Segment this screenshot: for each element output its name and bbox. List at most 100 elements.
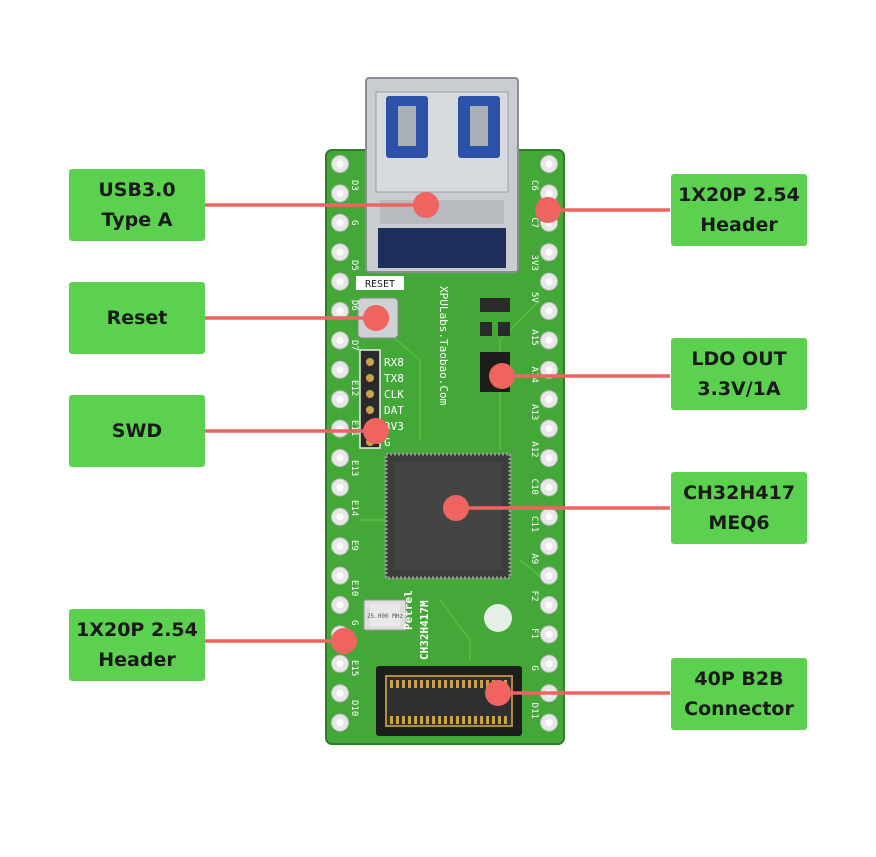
header-pad-hole	[336, 366, 344, 374]
swd-pin-label: DAT	[384, 404, 404, 417]
b2b-pin	[474, 680, 477, 688]
b2b-pin	[474, 716, 477, 724]
pin-label: 5V	[529, 292, 539, 303]
leader-lines	[205, 203, 670, 695]
b2b-pin	[408, 680, 411, 688]
b2b-pin	[426, 680, 429, 688]
header-pad-hole	[545, 248, 553, 256]
b2b-connector	[376, 666, 522, 736]
board-url-text: XPULabs.Taobao.Com	[437, 286, 450, 406]
board-model-text: CH32H417M	[418, 600, 431, 660]
b2b-pin	[504, 716, 507, 724]
header-pad-hole	[336, 601, 344, 609]
header-pad-hole	[545, 719, 553, 727]
header-pad-hole	[545, 307, 553, 315]
header-pad-hole	[336, 248, 344, 256]
header-pad-hole	[336, 278, 344, 286]
b2b-pin	[450, 680, 453, 688]
b2b-pin	[426, 716, 429, 724]
b2b-pin	[432, 716, 435, 724]
b2b-pin	[402, 680, 405, 688]
pin-label: C7	[529, 217, 539, 228]
pin-label: A15	[529, 329, 539, 345]
header-pad-hole	[336, 483, 344, 491]
b2b-pin	[462, 716, 465, 724]
pin-label: E13	[349, 460, 359, 476]
pin-label: E10	[349, 580, 359, 596]
label-mcu: CH32H417 MEQ6	[671, 472, 807, 544]
pin-label: G	[529, 665, 539, 670]
header-pad-hole	[336, 395, 344, 403]
b2b-pin	[480, 680, 483, 688]
header-pad-hole	[336, 454, 344, 462]
dot-swd	[363, 418, 389, 444]
header-pad-hole	[336, 660, 344, 668]
b2b-pin	[450, 716, 453, 724]
pin-label: A9	[529, 553, 539, 564]
pin-label: C11	[529, 516, 539, 532]
pin-label: G	[349, 620, 359, 625]
b2b-pin	[396, 716, 399, 724]
b2b-pin	[438, 716, 441, 724]
swd-pin-label: CLK	[384, 388, 404, 401]
label-b2b: 40P B2B Connector	[671, 658, 807, 730]
header-pad-hole	[545, 425, 553, 433]
header-pad-hole	[545, 189, 553, 197]
swd-pin-label: G	[384, 436, 391, 449]
pin-label: C10	[529, 479, 539, 495]
usb-connector	[365, 77, 519, 273]
header-pad-hole	[545, 278, 553, 286]
label-usb: USB3.0 Type A	[69, 169, 205, 241]
dot-header-left	[331, 628, 357, 654]
b2b-pin	[408, 716, 411, 724]
pin-label: A12	[529, 441, 539, 457]
label-swd: SWD	[69, 395, 205, 467]
b2b-pin	[390, 716, 393, 724]
pin-label: E11	[349, 420, 359, 436]
header-pad-hole	[336, 542, 344, 550]
pin-label: E12	[349, 380, 359, 396]
header-pad-hole	[545, 572, 553, 580]
b2b-pin	[486, 716, 489, 724]
b2b-pin	[390, 680, 393, 688]
board-name-text: Petrel	[402, 590, 415, 630]
leader-dots	[331, 192, 561, 706]
b2b-pin	[456, 680, 459, 688]
header-pad-hole	[336, 160, 344, 168]
b2b-pin	[414, 716, 417, 724]
header-pad-hole	[545, 483, 553, 491]
label-header-right: 1X20P 2.54 Header	[671, 174, 807, 246]
header-pad-hole	[545, 366, 553, 374]
header-pad-hole	[545, 454, 553, 462]
header-pad-hole	[336, 513, 344, 521]
dot-reset	[363, 305, 389, 331]
pin-label: D7	[349, 340, 359, 351]
pin-label: E15	[349, 660, 359, 676]
reset-silk-box	[356, 276, 404, 290]
label-ldo: LDO OUT 3.3V/1A	[671, 338, 807, 410]
header-pad-hole	[336, 572, 344, 580]
pin-label: D11	[529, 703, 539, 719]
b2b-pin	[420, 716, 423, 724]
b2b-pin	[468, 716, 471, 724]
swd-pin-label: RX8	[384, 356, 404, 369]
header-pad-hole	[545, 601, 553, 609]
header-pad-hole	[545, 336, 553, 344]
b2b-pin	[468, 680, 471, 688]
dot-b2b	[485, 680, 511, 706]
pin-label: F2	[529, 591, 539, 602]
pin-label: A13	[529, 404, 539, 420]
pin-label: D3	[349, 180, 359, 191]
b2b-pin	[396, 680, 399, 688]
dot-ldo	[489, 363, 515, 389]
header-pad-hole	[336, 307, 344, 315]
header-pad-hole	[545, 660, 553, 668]
header-pad-hole	[545, 395, 553, 403]
b2b-pin	[438, 680, 441, 688]
dot-header-right	[535, 197, 561, 223]
b2b-pin	[492, 716, 495, 724]
